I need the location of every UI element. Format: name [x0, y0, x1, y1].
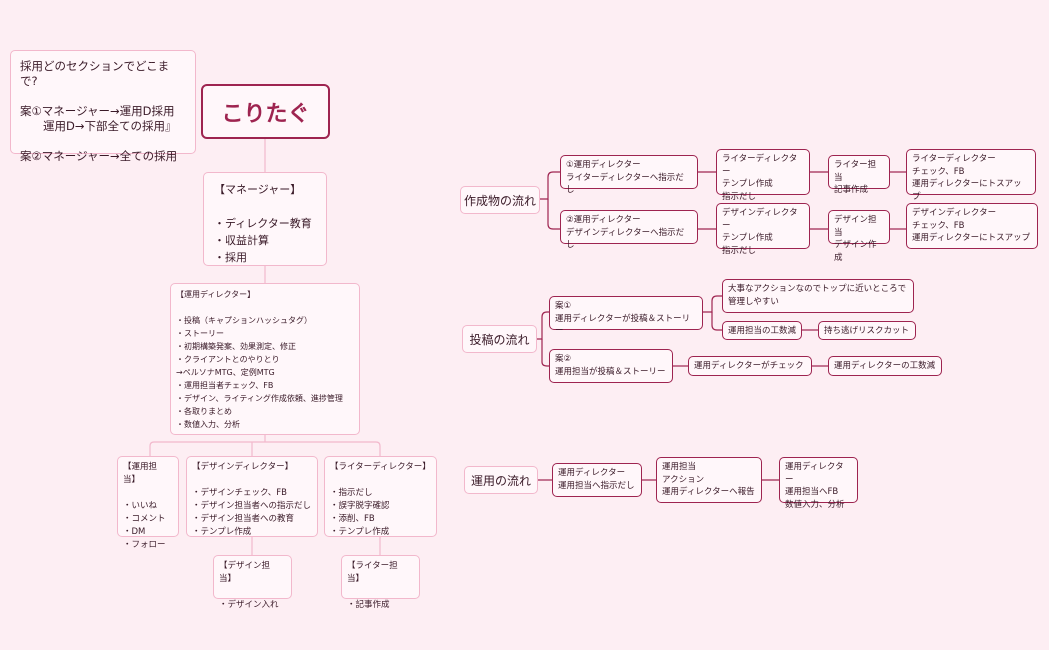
flow-post-b1[interactable]: 案② 運用担当が投稿＆ストーリー [549, 349, 673, 383]
flow-ops-label[interactable]: 運用の流れ [464, 466, 538, 494]
hiring-note: 採用どのセクションでどこまで? 案①マネージャー→運用D採用 運用D→下部全ての… [10, 50, 196, 163]
writer-node[interactable]: 【ライター担当】 ・記事作成 [341, 555, 420, 610]
flow-creation-b1[interactable]: ②運用ディレクター デザインディレクターへ指示だし [560, 210, 698, 250]
ops-staff-node[interactable]: 【運用担当】 ・いいね ・コメント ・DM ・フォロー [117, 456, 179, 550]
flow-creation-b3[interactable]: デザイン担当 デザイン作成 [828, 210, 890, 263]
flow-post-label[interactable]: 投稿の流れ [462, 325, 537, 353]
design-director-node[interactable]: 【デザインディレクター】 ・デザインチェック、FB ・デザイン担当者への指示だし… [186, 456, 318, 537]
flow-creation-a2[interactable]: ライターディレクター テンプレ作成 指示だし [716, 149, 810, 202]
designer-node[interactable]: 【デザイン担当】 ・デザイン入れ [213, 555, 292, 610]
flow-post-a2[interactable]: 大事なアクションなのでトップに近いところで 管理しやすい [722, 279, 914, 313]
flow-ops-a1[interactable]: 運用ディレクター 運用担当へ指示だし [552, 463, 642, 497]
flow-post-a4[interactable]: 持ち逃げリスクカット [818, 321, 916, 340]
flow-post-b3[interactable]: 運用ディレクターの工数減 [828, 356, 942, 376]
flow-creation-b2[interactable]: デザインディレクター テンプレ作成 指示だし [716, 203, 810, 256]
flow-creation-a1[interactable]: ①運用ディレクター ライターディレクターへ指示だし [560, 155, 698, 195]
flow-ops-a2[interactable]: 運用担当 アクション 運用ディレクターへ報告 [656, 457, 762, 503]
flow-post-b2[interactable]: 運用ディレクターがチェック [688, 356, 812, 376]
manager-node[interactable]: 【マネージャー】 ・ディレクター教育 ・収益計算 ・採用 [203, 172, 327, 266]
root-title[interactable]: こりたぐ [201, 84, 330, 139]
ops-director-node[interactable]: 【運用ディレクター】 ・投稿（キャプションハッシュタグ） ・ストーリー ・初期構… [170, 283, 360, 435]
flow-post-a3[interactable]: 運用担当の工数減 [722, 321, 802, 340]
flow-creation-b4[interactable]: デザインディレクター チェック、FB 運用ディレクターにトスアップ [906, 203, 1038, 249]
flow-ops-a3[interactable]: 運用ディレクター 運用担当へFB 数値入力、分析 [779, 457, 858, 510]
writer-director-node[interactable]: 【ライターディレクター】 ・指示だし ・誤字脱字確認 ・添削、FB ・テンプレ作… [324, 456, 437, 537]
flow-creation-label[interactable]: 作成物の流れ [460, 186, 540, 214]
flow-creation-a3[interactable]: ライター担当 記事作成 [828, 155, 890, 195]
flow-creation-a4[interactable]: ライターディレクター チェック、FB 運用ディレクターにトスアップ [906, 149, 1036, 202]
flow-post-a1[interactable]: 案① 運用ディレクターが投稿＆ストーリー [549, 296, 703, 336]
